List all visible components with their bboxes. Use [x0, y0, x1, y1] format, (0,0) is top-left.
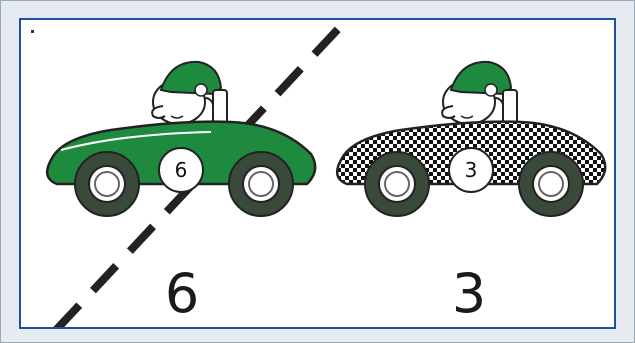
car-number: 3: [464, 158, 478, 182]
race-car-icon: [335, 60, 607, 217]
car-number: 6: [174, 158, 188, 182]
race-car-icon: [45, 60, 317, 217]
corner-mark: [31, 30, 34, 33]
count-label: 3: [451, 262, 487, 325]
count-label: 6: [164, 262, 200, 325]
driver-icon: [441, 60, 518, 133]
card-illustration: [31, 25, 607, 327]
dashed-line-icon: [53, 25, 342, 327]
counting-card: 6 3 6 3: [19, 18, 616, 329]
